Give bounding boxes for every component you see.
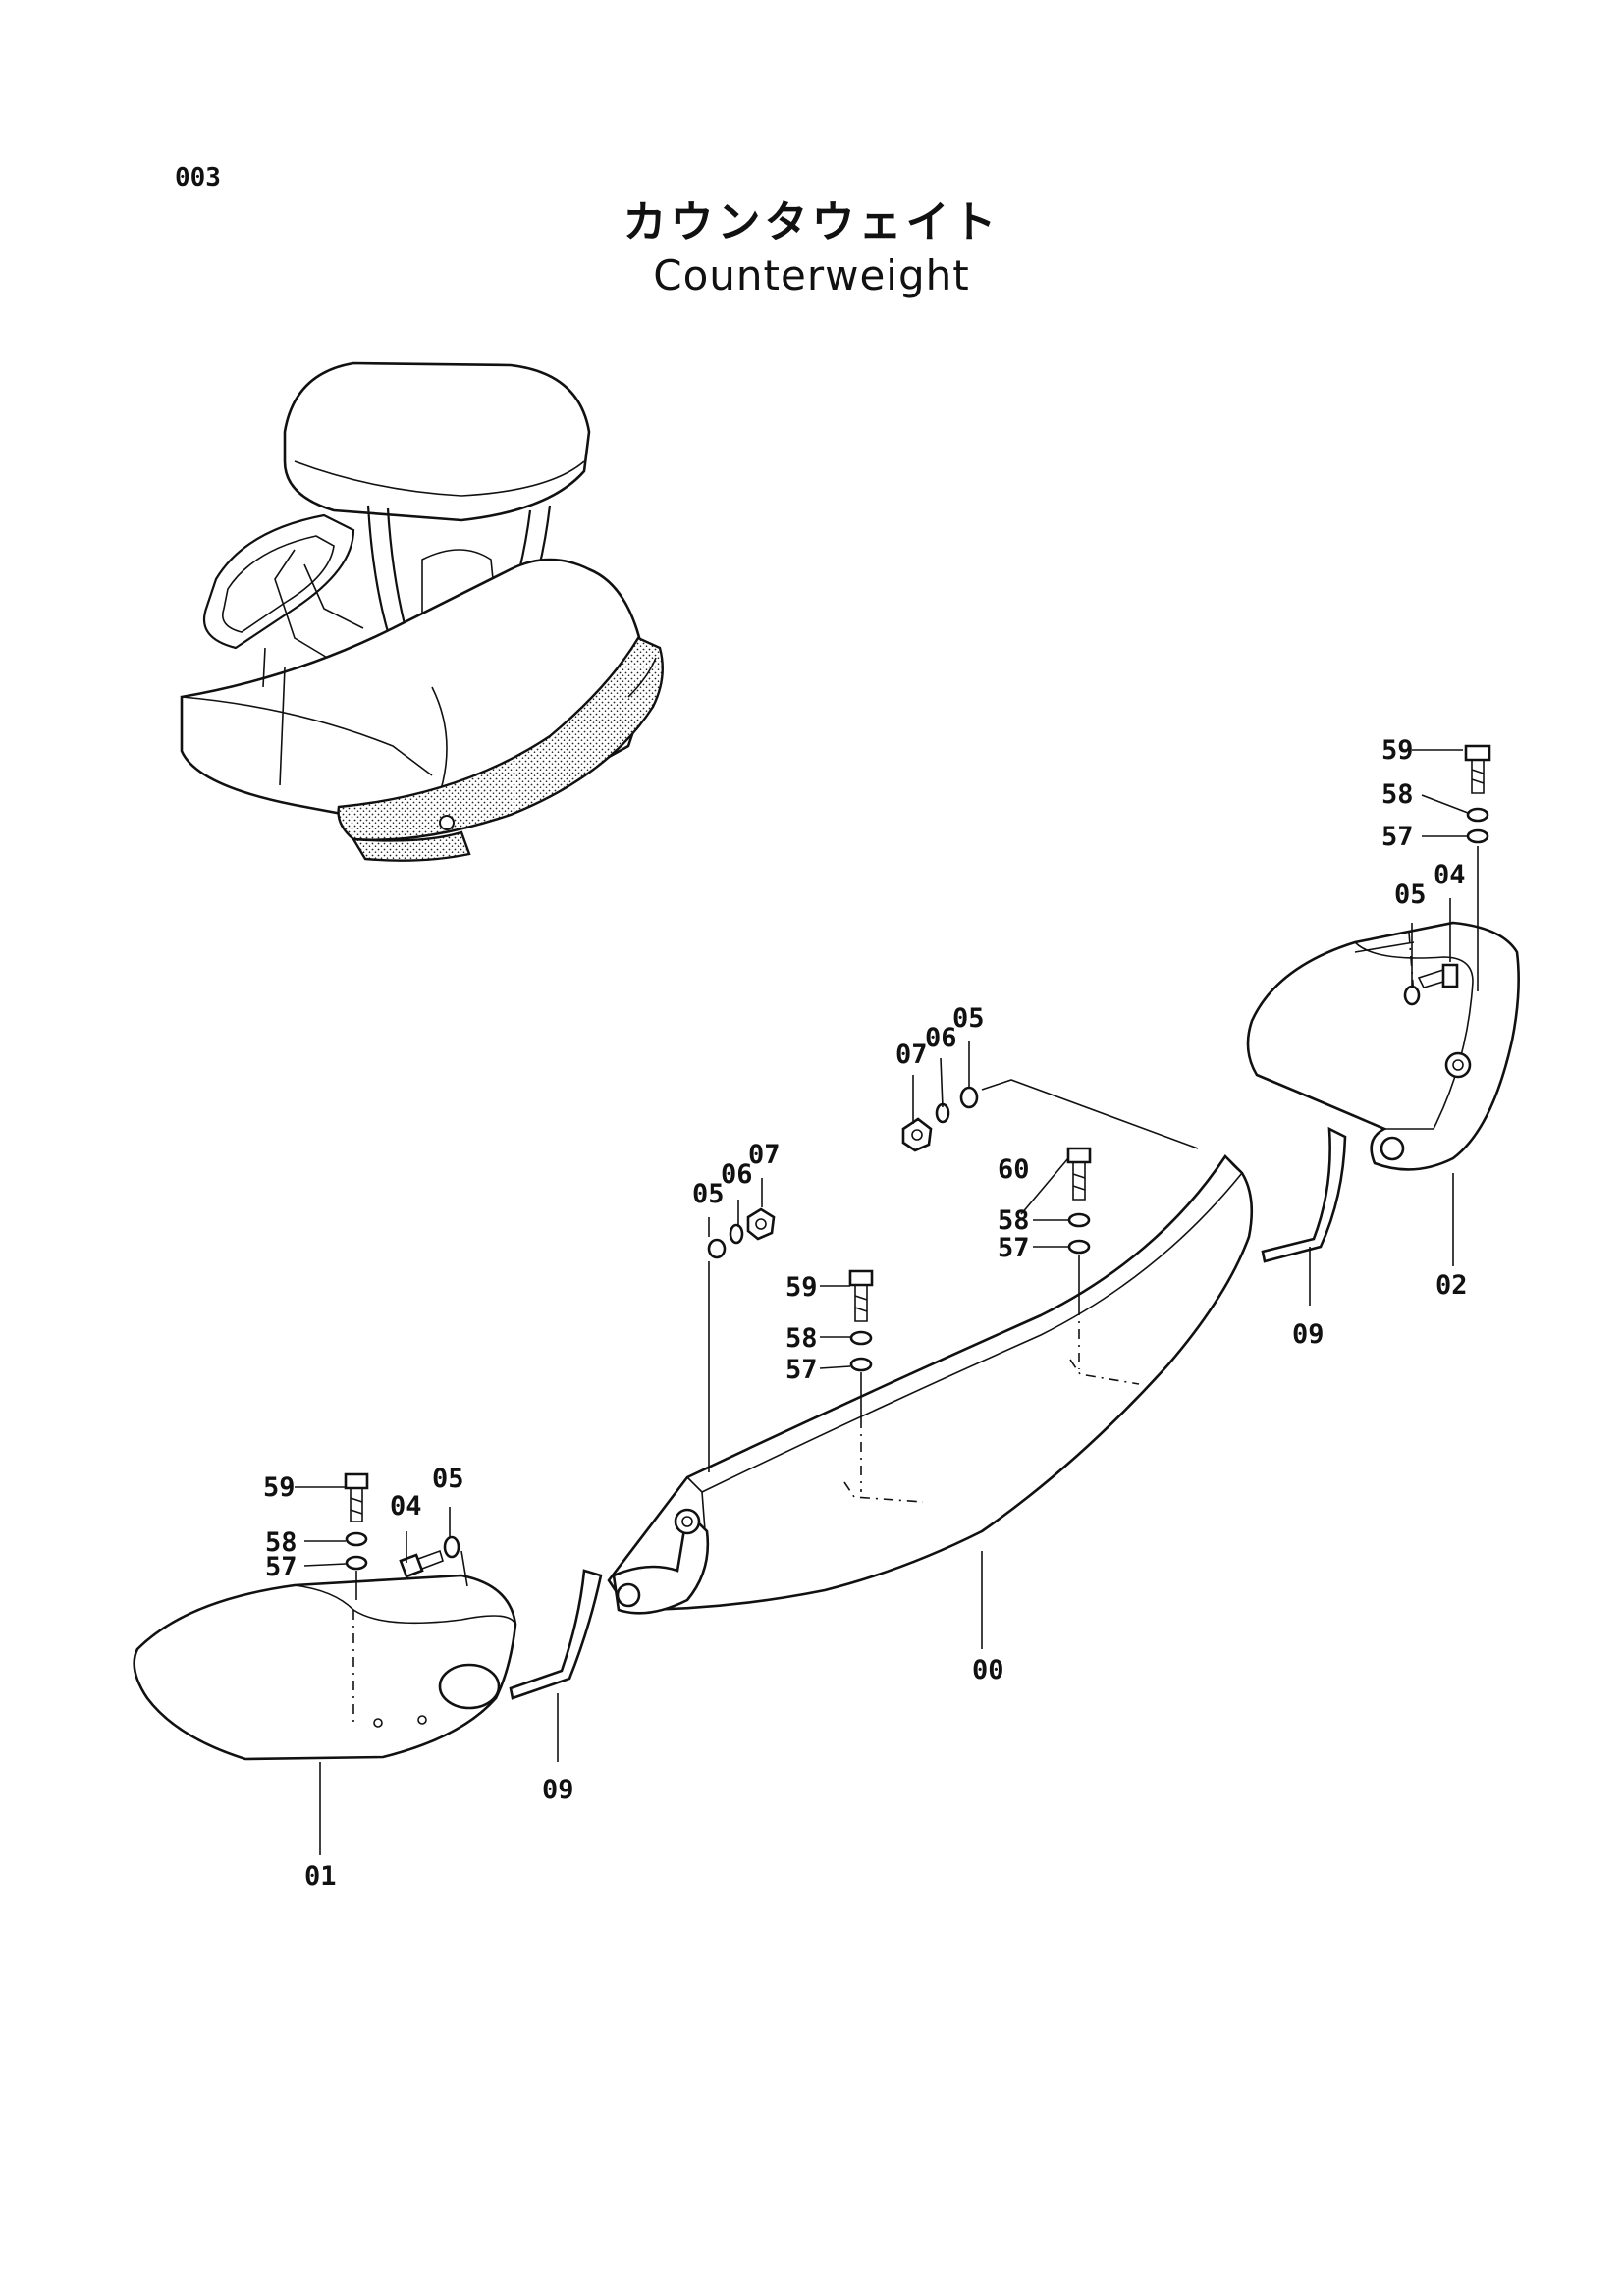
callout-57-left: 57: [265, 1552, 298, 1582]
washer-icon: [959, 1086, 979, 1109]
callout-09-right: 09: [1292, 1319, 1325, 1350]
callout-59-right: 59: [1381, 735, 1414, 766]
hardware-right-top: [1403, 744, 1491, 1006]
washer-icon: [1403, 985, 1421, 1006]
callout-01: 01: [304, 1861, 337, 1892]
spring-washer-icon: [1466, 807, 1489, 823]
callout-05-right: 05: [1394, 880, 1427, 910]
callout-04-left: 04: [390, 1491, 422, 1522]
callout-labels: 59 58 57 05 04 02 09 07 06 05 05 06 07 6…: [263, 735, 1468, 1892]
rubber-strip-icon: [509, 1126, 1347, 1700]
bolt-icon: [1417, 963, 1459, 988]
callout-09-left: 09: [542, 1775, 574, 1805]
callout-58-mid: 58: [785, 1323, 818, 1354]
callout-57-right: 57: [1381, 822, 1414, 852]
callout-06-mid: 06: [721, 1159, 753, 1190]
washer-icon: [849, 1357, 873, 1372]
spring-washer-icon: [345, 1531, 368, 1547]
hardware-left: [344, 1472, 468, 1600]
callout-07-top: 07: [895, 1040, 928, 1070]
callout-59-mid: 59: [785, 1272, 818, 1303]
page-number: 003: [175, 163, 221, 192]
nut-icon: [746, 1207, 776, 1241]
callout-59-left: 59: [263, 1472, 296, 1503]
callout-05-top: 05: [952, 1003, 985, 1034]
callout-05-left: 05: [432, 1464, 464, 1494]
bolt-icon: [848, 1269, 874, 1322]
callout-60: 60: [998, 1154, 1030, 1185]
counterweight-left: [133, 1574, 517, 1761]
callout-57-mid: 57: [785, 1355, 818, 1385]
spring-washer-icon: [729, 1223, 744, 1245]
hardware-mid-bolt: [848, 1269, 874, 1492]
callout-04-right: 04: [1434, 860, 1466, 890]
callout-58-left: 58: [265, 1527, 298, 1558]
callout-00: 00: [972, 1655, 1004, 1685]
bolt-icon: [1066, 1147, 1092, 1201]
bolt-icon: [1464, 744, 1491, 794]
spring-washer-icon: [849, 1330, 873, 1346]
callout-58-right: 58: [1381, 779, 1414, 810]
washer-icon: [1466, 828, 1489, 844]
washer-icon: [1067, 1239, 1091, 1255]
hardware-center: [1066, 1147, 1092, 1369]
callout-58-center: 58: [998, 1205, 1030, 1236]
washer-icon: [345, 1555, 368, 1571]
callout-06-top: 06: [925, 1023, 957, 1053]
callout-07-mid: 07: [748, 1140, 781, 1170]
nut-icon: [901, 1117, 933, 1152]
hardware-top: [901, 1079, 1199, 1152]
excavator-overview-icon: [180, 361, 664, 862]
title-english: Counterweight: [653, 251, 970, 299]
counterweight-main: [607, 1153, 1254, 1615]
title-japanese: カウンタウェイト: [622, 197, 1001, 247]
bolt-icon: [344, 1472, 369, 1522]
callout-02: 02: [1435, 1270, 1468, 1301]
hardware-mid: [707, 1207, 776, 1472]
washer-icon: [443, 1535, 460, 1559]
leader-lines: [295, 749, 1469, 1855]
spring-washer-icon: [1067, 1212, 1091, 1228]
callout-05-mid: 05: [692, 1179, 725, 1209]
callout-57-center: 57: [998, 1233, 1030, 1263]
washer-icon: [707, 1238, 727, 1259]
